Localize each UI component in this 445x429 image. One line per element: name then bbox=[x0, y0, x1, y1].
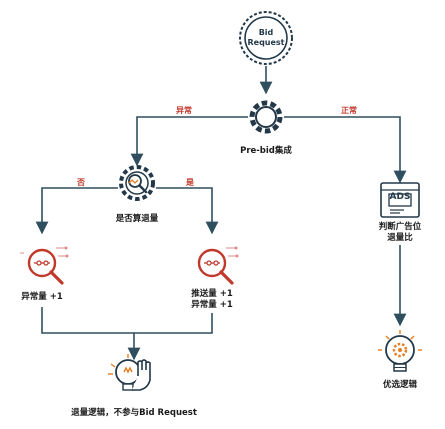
edge-label-yes: 是 bbox=[186, 178, 194, 187]
edge-prebid-normal bbox=[284, 116, 407, 184]
ads-label: ADS bbox=[389, 192, 411, 202]
ads-panel-icon bbox=[380, 182, 420, 218]
edge-label-normal: 正常 bbox=[341, 106, 357, 115]
edge-compute-yes bbox=[156, 187, 219, 235]
edge-push-to-fallback bbox=[134, 313, 213, 334]
abnormal-plus-label: 异常量 +1 bbox=[21, 292, 63, 302]
is-compute-label: 是否算退量 bbox=[115, 214, 159, 224]
edge-label-abnormal: 异常 bbox=[176, 106, 192, 115]
judge-ratio-label: 判断广告位 退量比 bbox=[378, 222, 422, 243]
lightbulb-gear-icon bbox=[378, 330, 422, 372]
push-abnormal-plus-label: 推送量 +1 异常量 +1 bbox=[191, 289, 233, 310]
gear-icon bbox=[249, 100, 283, 134]
lightbulb-hand-icon bbox=[108, 354, 151, 391]
optimal-logic-label: 优选逻辑 bbox=[382, 380, 417, 390]
edge-label-no: 否 bbox=[77, 178, 85, 187]
magnifier-abnormal-icon bbox=[20, 246, 69, 285]
edge-compute-no bbox=[35, 187, 118, 235]
edge-abnormal-to-fallback bbox=[41, 307, 141, 361]
bid-request-label: Bid Request bbox=[247, 28, 285, 47]
prebid-label: Pre-bid集成 bbox=[240, 146, 292, 156]
magnifier-push-icon bbox=[197, 246, 239, 285]
edge-prebid-abnormal bbox=[130, 116, 248, 167]
fallback-logic-label: 退量逻辑，不参与Bid Request bbox=[71, 408, 197, 418]
gear-search-icon bbox=[119, 165, 155, 201]
bid-request-badge-icon bbox=[239, 11, 293, 65]
